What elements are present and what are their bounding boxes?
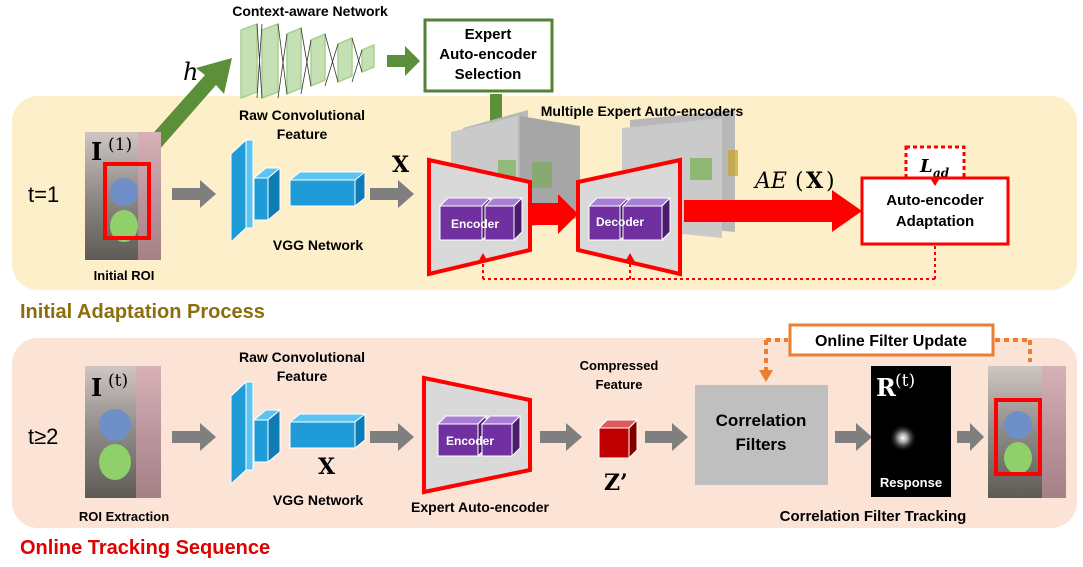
raw-feature-top-line1: Raw Convolutional	[239, 107, 365, 123]
decoder-label-top: Decoder	[596, 215, 644, 229]
initial-roi-image	[85, 132, 161, 260]
tracking-result-image	[988, 366, 1066, 498]
ae-open: (	[795, 169, 804, 194]
adaptation-line2: Adaptation	[896, 213, 974, 230]
tracking-box	[994, 398, 1042, 476]
gray-arrow-bottom-3	[540, 423, 582, 451]
online-update-box	[788, 323, 995, 357]
response-caption: Response	[880, 475, 942, 490]
green-arrow-h	[140, 58, 232, 158]
online-update-dotted	[764, 338, 1032, 370]
gray-arrow-bottom-1	[172, 423, 216, 451]
compressed-feature-cube	[597, 418, 639, 460]
compressed-line1: Compressed	[580, 358, 659, 373]
gray-arrow-bottom-6	[957, 423, 984, 451]
encoder-label-top: Encoder	[451, 217, 499, 231]
adaptation-box	[860, 176, 1010, 246]
compressed-line2: Feature	[596, 377, 643, 392]
raw-feature-top-line2: Feature	[277, 126, 328, 142]
correlation-filters-box	[695, 385, 828, 485]
expert-selection-line3: Selection	[455, 66, 522, 83]
t1-label: t=1	[28, 182, 59, 207]
encoder-top-cubes	[438, 196, 524, 242]
adaptation-line1: Auto-encoder	[886, 192, 984, 209]
roi-extraction-caption: ROI Extraction	[79, 509, 169, 524]
online-update-arrowhead	[759, 370, 773, 382]
raw-feature-bottom-line2: Feature	[277, 368, 328, 384]
loss-arrow	[930, 178, 940, 186]
ae-x: X	[806, 168, 824, 194]
image-superscript-top: (1)	[108, 135, 132, 155]
green-arrow-to-selection	[387, 46, 420, 76]
z-symbol: Z’	[604, 470, 628, 496]
expert-ae-caption: Expert Auto-encoder	[411, 499, 549, 515]
vgg-caption-top: VGG Network	[273, 237, 363, 253]
context-network-title: Context-aware Network	[232, 3, 388, 19]
cf-line2: Filters	[735, 435, 786, 454]
decoder-top-cubes	[587, 196, 672, 242]
tracking-caption: Correlation Filter Tracking	[780, 508, 967, 525]
feedback-arrow-encoder	[478, 253, 488, 262]
raw-feature-bottom-line1: Raw Convolutional	[239, 349, 365, 365]
gray-arrow-bottom-4	[645, 423, 688, 451]
online-update-label: Online Filter Update	[815, 333, 967, 350]
x-symbol-top: X	[392, 152, 410, 178]
response-map	[871, 366, 951, 497]
ae-close: )	[826, 169, 835, 194]
expert-selection-line2: Auto-encoder	[439, 46, 537, 63]
encoder-bottom-cubes	[436, 414, 522, 458]
roi-box	[103, 162, 151, 240]
context-network	[240, 22, 375, 100]
ae-prefix: AE	[753, 169, 787, 194]
image-superscript-bottom: (t)	[108, 371, 128, 391]
gray-arrow-bottom-2	[370, 423, 414, 451]
gray-arrow-top-1	[172, 180, 216, 208]
red-arrow-enc-dec	[532, 194, 578, 234]
vgg-network-top	[230, 138, 367, 244]
image-label-top: I	[91, 137, 102, 166]
gray-arrow-bottom-5	[835, 423, 872, 451]
h-symbol: h	[183, 58, 198, 86]
feedback-arrow-decoder	[625, 253, 635, 262]
cf-line1: Correlation	[716, 411, 807, 430]
image-label-bottom: I	[91, 373, 102, 402]
x-symbol-bottom: X	[318, 454, 336, 480]
caption-online-tracking: Online Tracking Sequence	[20, 537, 270, 559]
encoder-label-bottom: Encoder	[446, 434, 494, 448]
red-arrow-to-adaptation	[684, 190, 862, 232]
vgg-network-bottom	[230, 380, 367, 486]
caption-initial-adaptation: Initial Adaptation Process	[20, 301, 265, 323]
multiple-experts-title: Multiple Expert Auto-encoders	[541, 103, 744, 119]
response-label: R	[876, 373, 897, 402]
loss-label: L	[919, 156, 933, 177]
response-superscript: (t)	[895, 371, 915, 391]
gray-arrow-top-2	[370, 180, 414, 208]
vgg-caption-bottom: VGG Network	[273, 492, 363, 508]
expert-selection-box	[423, 18, 554, 93]
t2-label: t≥2	[28, 424, 58, 449]
roi-extraction-image	[85, 366, 161, 498]
expert-selection-line1: Expert	[465, 26, 512, 43]
context-network-connections	[256, 23, 363, 99]
initial-roi-caption: Initial ROI	[94, 268, 155, 283]
